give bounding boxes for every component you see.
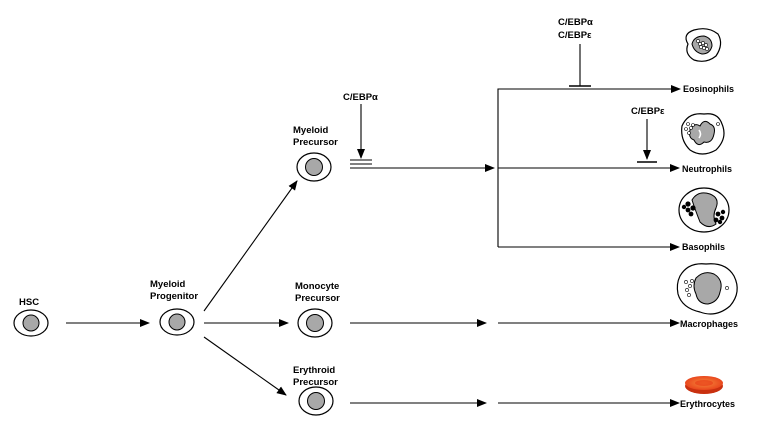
- monocyte-precursor-label-2: Precursor: [295, 293, 340, 304]
- arrow-progenitor-to-myeloid-precursor: [203, 180, 298, 312]
- myeloid-precursor-label-1: Myeloid: [293, 125, 329, 136]
- macrophages-label: Macrophages: [680, 319, 738, 329]
- myeloid-progenitor-label-2: Progenitor: [150, 291, 198, 302]
- erythrocytes-label: Erythrocytes: [680, 399, 735, 409]
- cebp-epsilon-top-label: C/EBPε: [558, 30, 592, 41]
- erythroid-precursor-label-1: Erythroid: [293, 365, 335, 376]
- eosinophil-cell-icon: [685, 28, 722, 62]
- eosinophils-label: Eosinophils: [683, 84, 734, 94]
- neutrophils-label: Neutrophils: [682, 164, 732, 174]
- basophil-cell-icon: [678, 187, 730, 233]
- cebp-epsilon-label: C/EBPε: [631, 106, 665, 117]
- erythroid-precursor-cell: [298, 386, 334, 416]
- myeloid-progenitor-label-1: Myeloid: [150, 279, 186, 290]
- erythroid-precursor-label-2: Precursor: [293, 377, 338, 388]
- myeloid-progenitor-cell: [159, 308, 195, 336]
- macrophage-cell-icon: [676, 263, 738, 315]
- monocyte-precursor-label-1: Monocyte: [295, 281, 339, 292]
- neutrophil-cell-icon: [681, 113, 725, 155]
- arrow-to-eosinophils: [497, 85, 681, 247]
- arrow-progenitor-to-erythroid-precursor: [203, 336, 287, 396]
- cebp-alpha-top-label: C/EBPα: [558, 17, 593, 28]
- hsc-label: HSC: [19, 297, 39, 308]
- myeloid-precursor-cell: [296, 152, 332, 182]
- monocyte-precursor-cell: [297, 308, 333, 338]
- hsc-cell: [13, 309, 49, 337]
- erythrocyte-cell-icon: [685, 376, 723, 394]
- basophils-label: Basophils: [682, 242, 725, 252]
- myeloid-precursor-label-2: Precursor: [293, 137, 338, 148]
- cebp-alpha-label: C/EBPα: [343, 92, 378, 103]
